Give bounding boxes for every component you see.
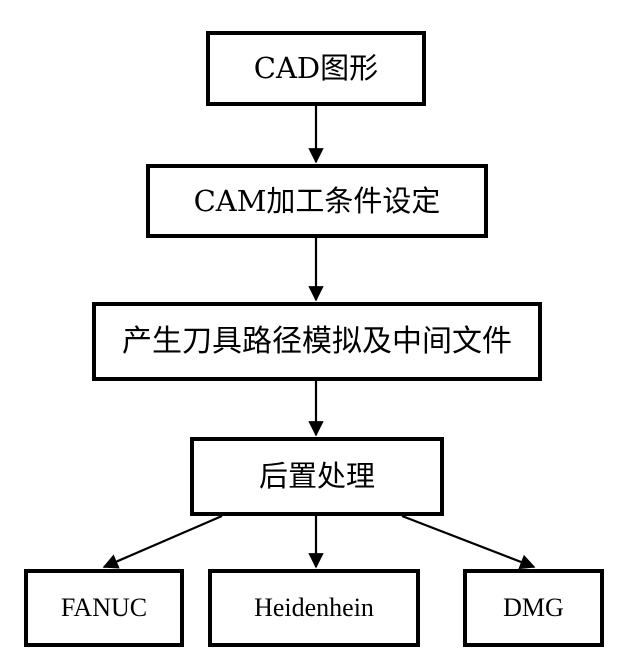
cad-graphics-box: CAD图形 [206, 31, 426, 106]
fanuc-box: FANUC [24, 569, 184, 647]
dmg-label: DMG [503, 593, 564, 622]
cam-machining-settings-label: CAM加工条件设定 [193, 183, 441, 218]
arrow-post-to-dmg [401, 514, 536, 570]
toolpath-simulation-label: 产生刀具路径模拟及中间文件 [122, 323, 512, 359]
dmg-box: DMG [463, 569, 604, 647]
heidenhein-box: Heidenhein [208, 569, 420, 647]
post-processing-label: 后置处理 [258, 459, 375, 493]
post-processing-box: 后置处理 [190, 437, 444, 516]
fanuc-label: FANUC [60, 593, 148, 622]
cam-machining-settings-box: CAM加工条件设定 [146, 164, 488, 238]
arrow-post-to-fanuc [102, 514, 223, 569]
heidenhein-label: Heidenhein [254, 593, 374, 622]
toolpath-simulation-box: 产生刀具路径模拟及中间文件 [92, 302, 542, 381]
cad-graphics-label: CAD图形 [253, 51, 379, 85]
